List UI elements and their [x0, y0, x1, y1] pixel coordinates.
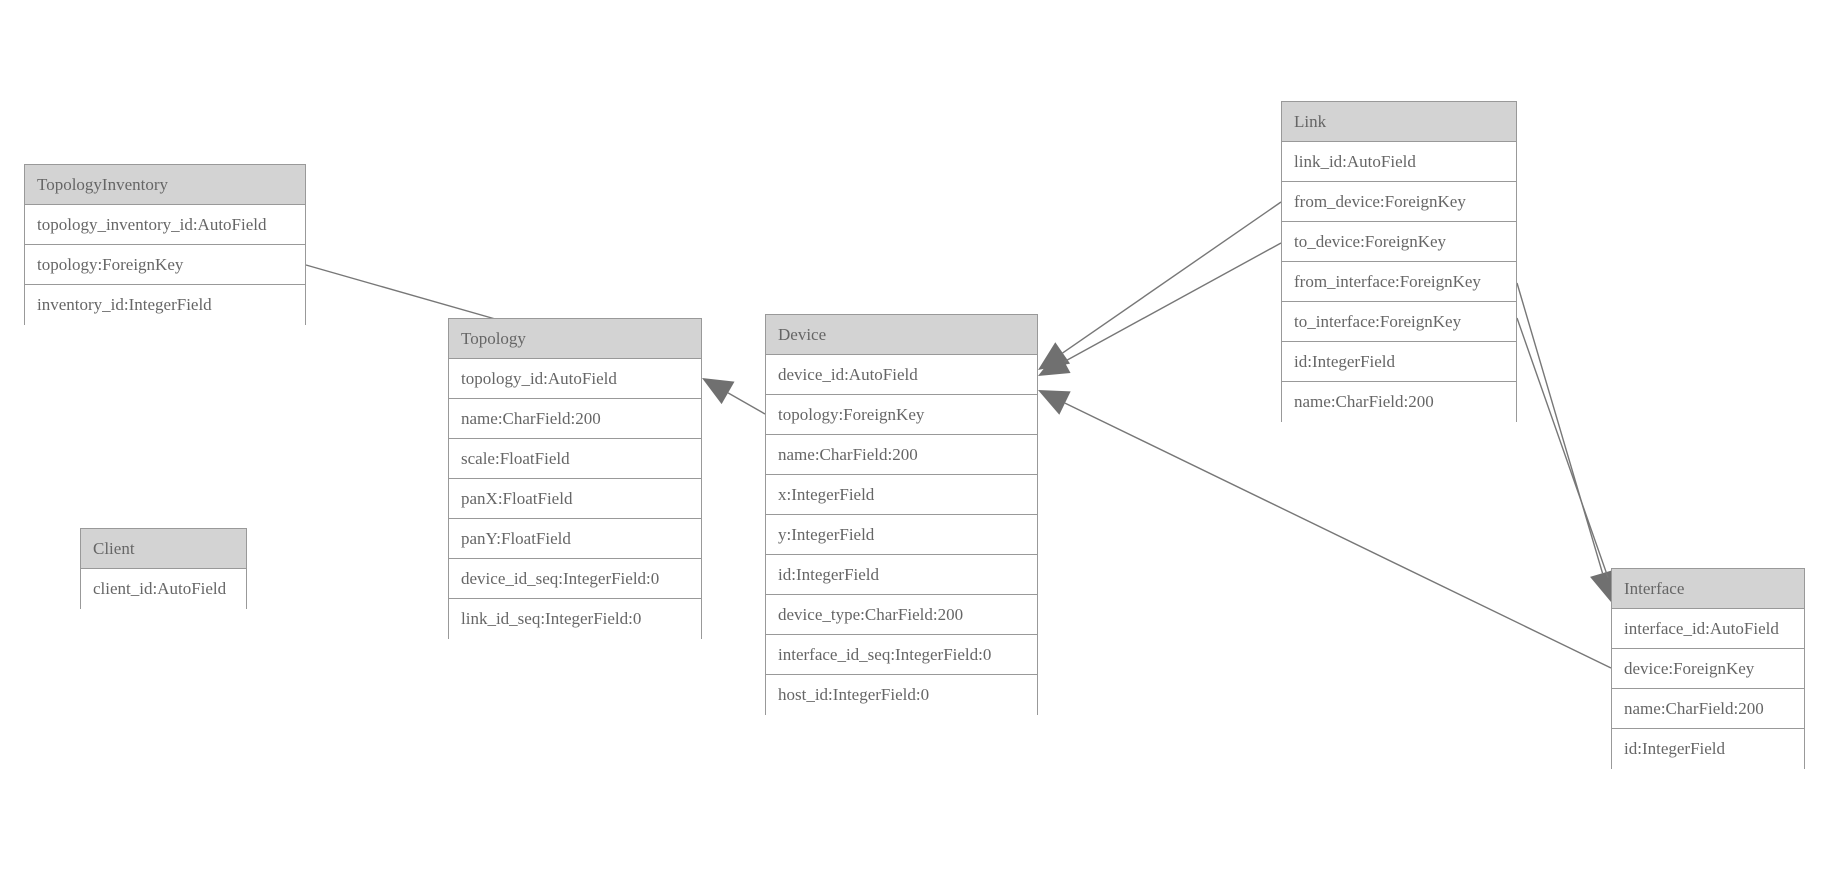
entity-field: device_id_seq:IntegerField:0 — [449, 559, 701, 599]
entity-title-topology: Topology — [449, 319, 701, 359]
entity-field: scale:FloatField — [449, 439, 701, 479]
entity-field: inventory_id:IntegerField — [25, 285, 305, 325]
entity-title-device: Device — [766, 315, 1037, 355]
entity-field: id:IntegerField — [766, 555, 1037, 595]
entity-field: device_id:AutoField — [766, 355, 1037, 395]
entity-field: interface_id:AutoField — [1612, 609, 1804, 649]
entity-field: from_interface:ForeignKey — [1282, 262, 1516, 302]
entity-field: name:CharField:200 — [766, 435, 1037, 475]
entity-title-interface: Interface — [1612, 569, 1804, 609]
entity-field: panX:FloatField — [449, 479, 701, 519]
entity-field: from_device:ForeignKey — [1282, 182, 1516, 222]
arrowhead — [1038, 390, 1071, 415]
entity-title-client: Client — [81, 529, 246, 569]
entity-field: id:IntegerField — [1612, 729, 1804, 769]
entity-field: y:IntegerField — [766, 515, 1037, 555]
entity-field: topology:ForeignKey — [25, 245, 305, 285]
entity-field: topology_inventory_id:AutoField — [25, 205, 305, 245]
entity-field: panY:FloatField — [449, 519, 701, 559]
entity-field: name:CharField:200 — [449, 399, 701, 439]
entity-field: topology_id:AutoField — [449, 359, 701, 399]
entity-field: to_interface:ForeignKey — [1282, 302, 1516, 342]
relationship-link-from_device — [1038, 201, 1282, 370]
entity-field: name:CharField:200 — [1612, 689, 1804, 729]
relationship-interface-device — [1038, 390, 1612, 669]
relationship-link-from_interface — [1516, 282, 1615, 602]
arrowhead — [1038, 350, 1071, 376]
relationship-link-to_interface — [1516, 317, 1621, 606]
entity-field: topology:ForeignKey — [766, 395, 1037, 435]
entity-field: device:ForeignKey — [1612, 649, 1804, 689]
entity-title-topology_inventory: TopologyInventory — [25, 165, 305, 205]
arrowhead — [702, 378, 735, 405]
entity-field: to_device:ForeignKey — [1282, 222, 1516, 262]
entity-field: client_id:AutoField — [81, 569, 246, 609]
entity-field: link_id_seq:IntegerField:0 — [449, 599, 701, 639]
relationship-device-topology — [702, 378, 766, 415]
entity-field: x:IntegerField — [766, 475, 1037, 515]
arrowhead — [1038, 342, 1071, 370]
relationship-link-to_device — [1038, 242, 1282, 376]
entity-field: name:CharField:200 — [1282, 382, 1516, 422]
entity-field: id:IntegerField — [1282, 342, 1516, 382]
entity-field: device_type:CharField:200 — [766, 595, 1037, 635]
entity-title-link: Link — [1282, 102, 1516, 142]
entity-field: interface_id_seq:IntegerField:0 — [766, 635, 1037, 675]
entity-field: host_id:IntegerField:0 — [766, 675, 1037, 715]
entity-field: link_id:AutoField — [1282, 142, 1516, 182]
